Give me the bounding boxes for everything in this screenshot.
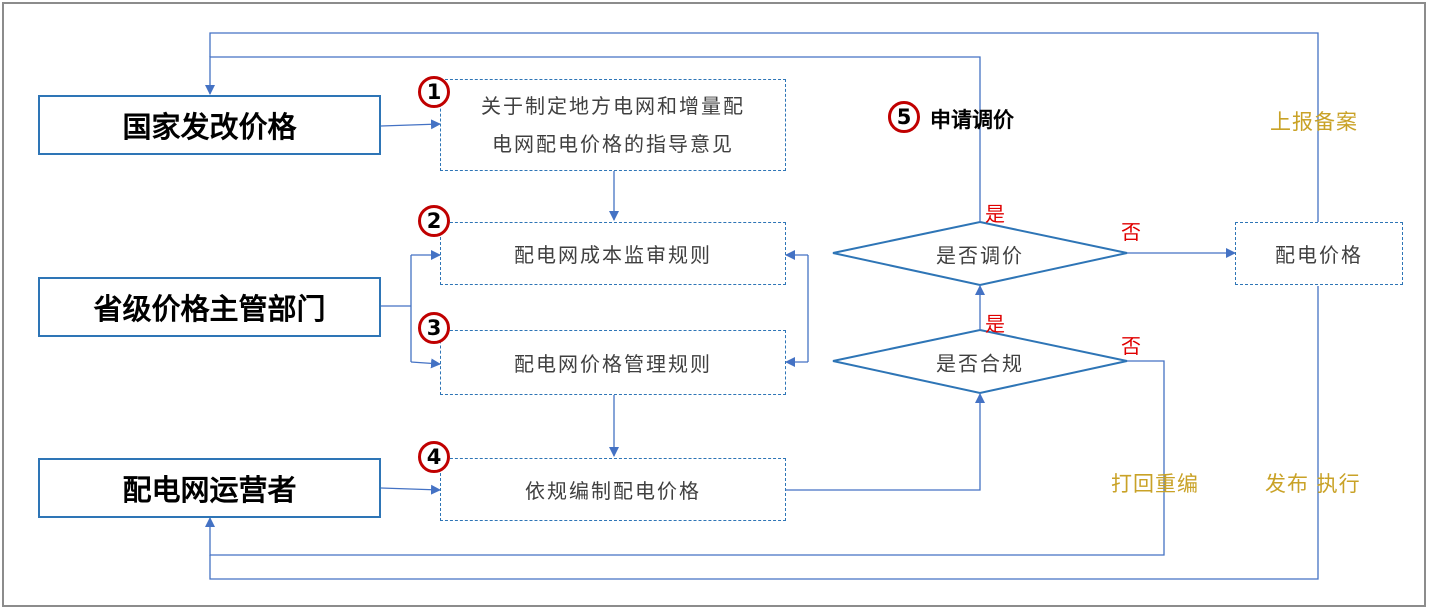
step1-box: 关于制定地方电网和增量配 电网配电价格的指导意见 [440,79,786,171]
no-adjust-label: 否 [1121,220,1141,244]
step5-label: 申请调价 [930,108,1014,132]
step2-badge: 2 [418,205,450,237]
no-compliant-label: 否 [1121,334,1141,358]
decision-adjust-label: 是否调价 [936,243,1024,268]
step1-badge: 1 [418,76,450,108]
yes-adjust-label: 是 [985,202,1005,226]
step3-badge: 3 [418,312,450,344]
actor-province: 省级价格主管部门 [38,277,381,337]
step2-box: 配电网成本监审规则 [440,222,786,285]
step1-line1: 关于制定地方电网和增量配 [481,94,745,118]
return-label: 打回重编 [1111,472,1199,496]
report-label: 上报备案 [1270,110,1358,134]
step1-line2: 电网配电价格的指导意见 [492,132,734,156]
step4-box: 依规编制配电价格 [440,458,786,521]
yes-compliant-label: 是 [985,312,1005,336]
step3-box: 配电网价格管理规则 [440,330,786,395]
result-price-box: 配电价格 [1235,222,1403,285]
step4-badge: 4 [418,441,450,473]
publish-label: 发布 执行 [1265,472,1361,496]
decision-compliant-label: 是否合规 [936,351,1024,376]
step5-badge: 5 [888,101,920,133]
actor-operator: 配电网运营者 [38,458,381,518]
actor-ndrc: 国家发改价格 [38,95,381,155]
